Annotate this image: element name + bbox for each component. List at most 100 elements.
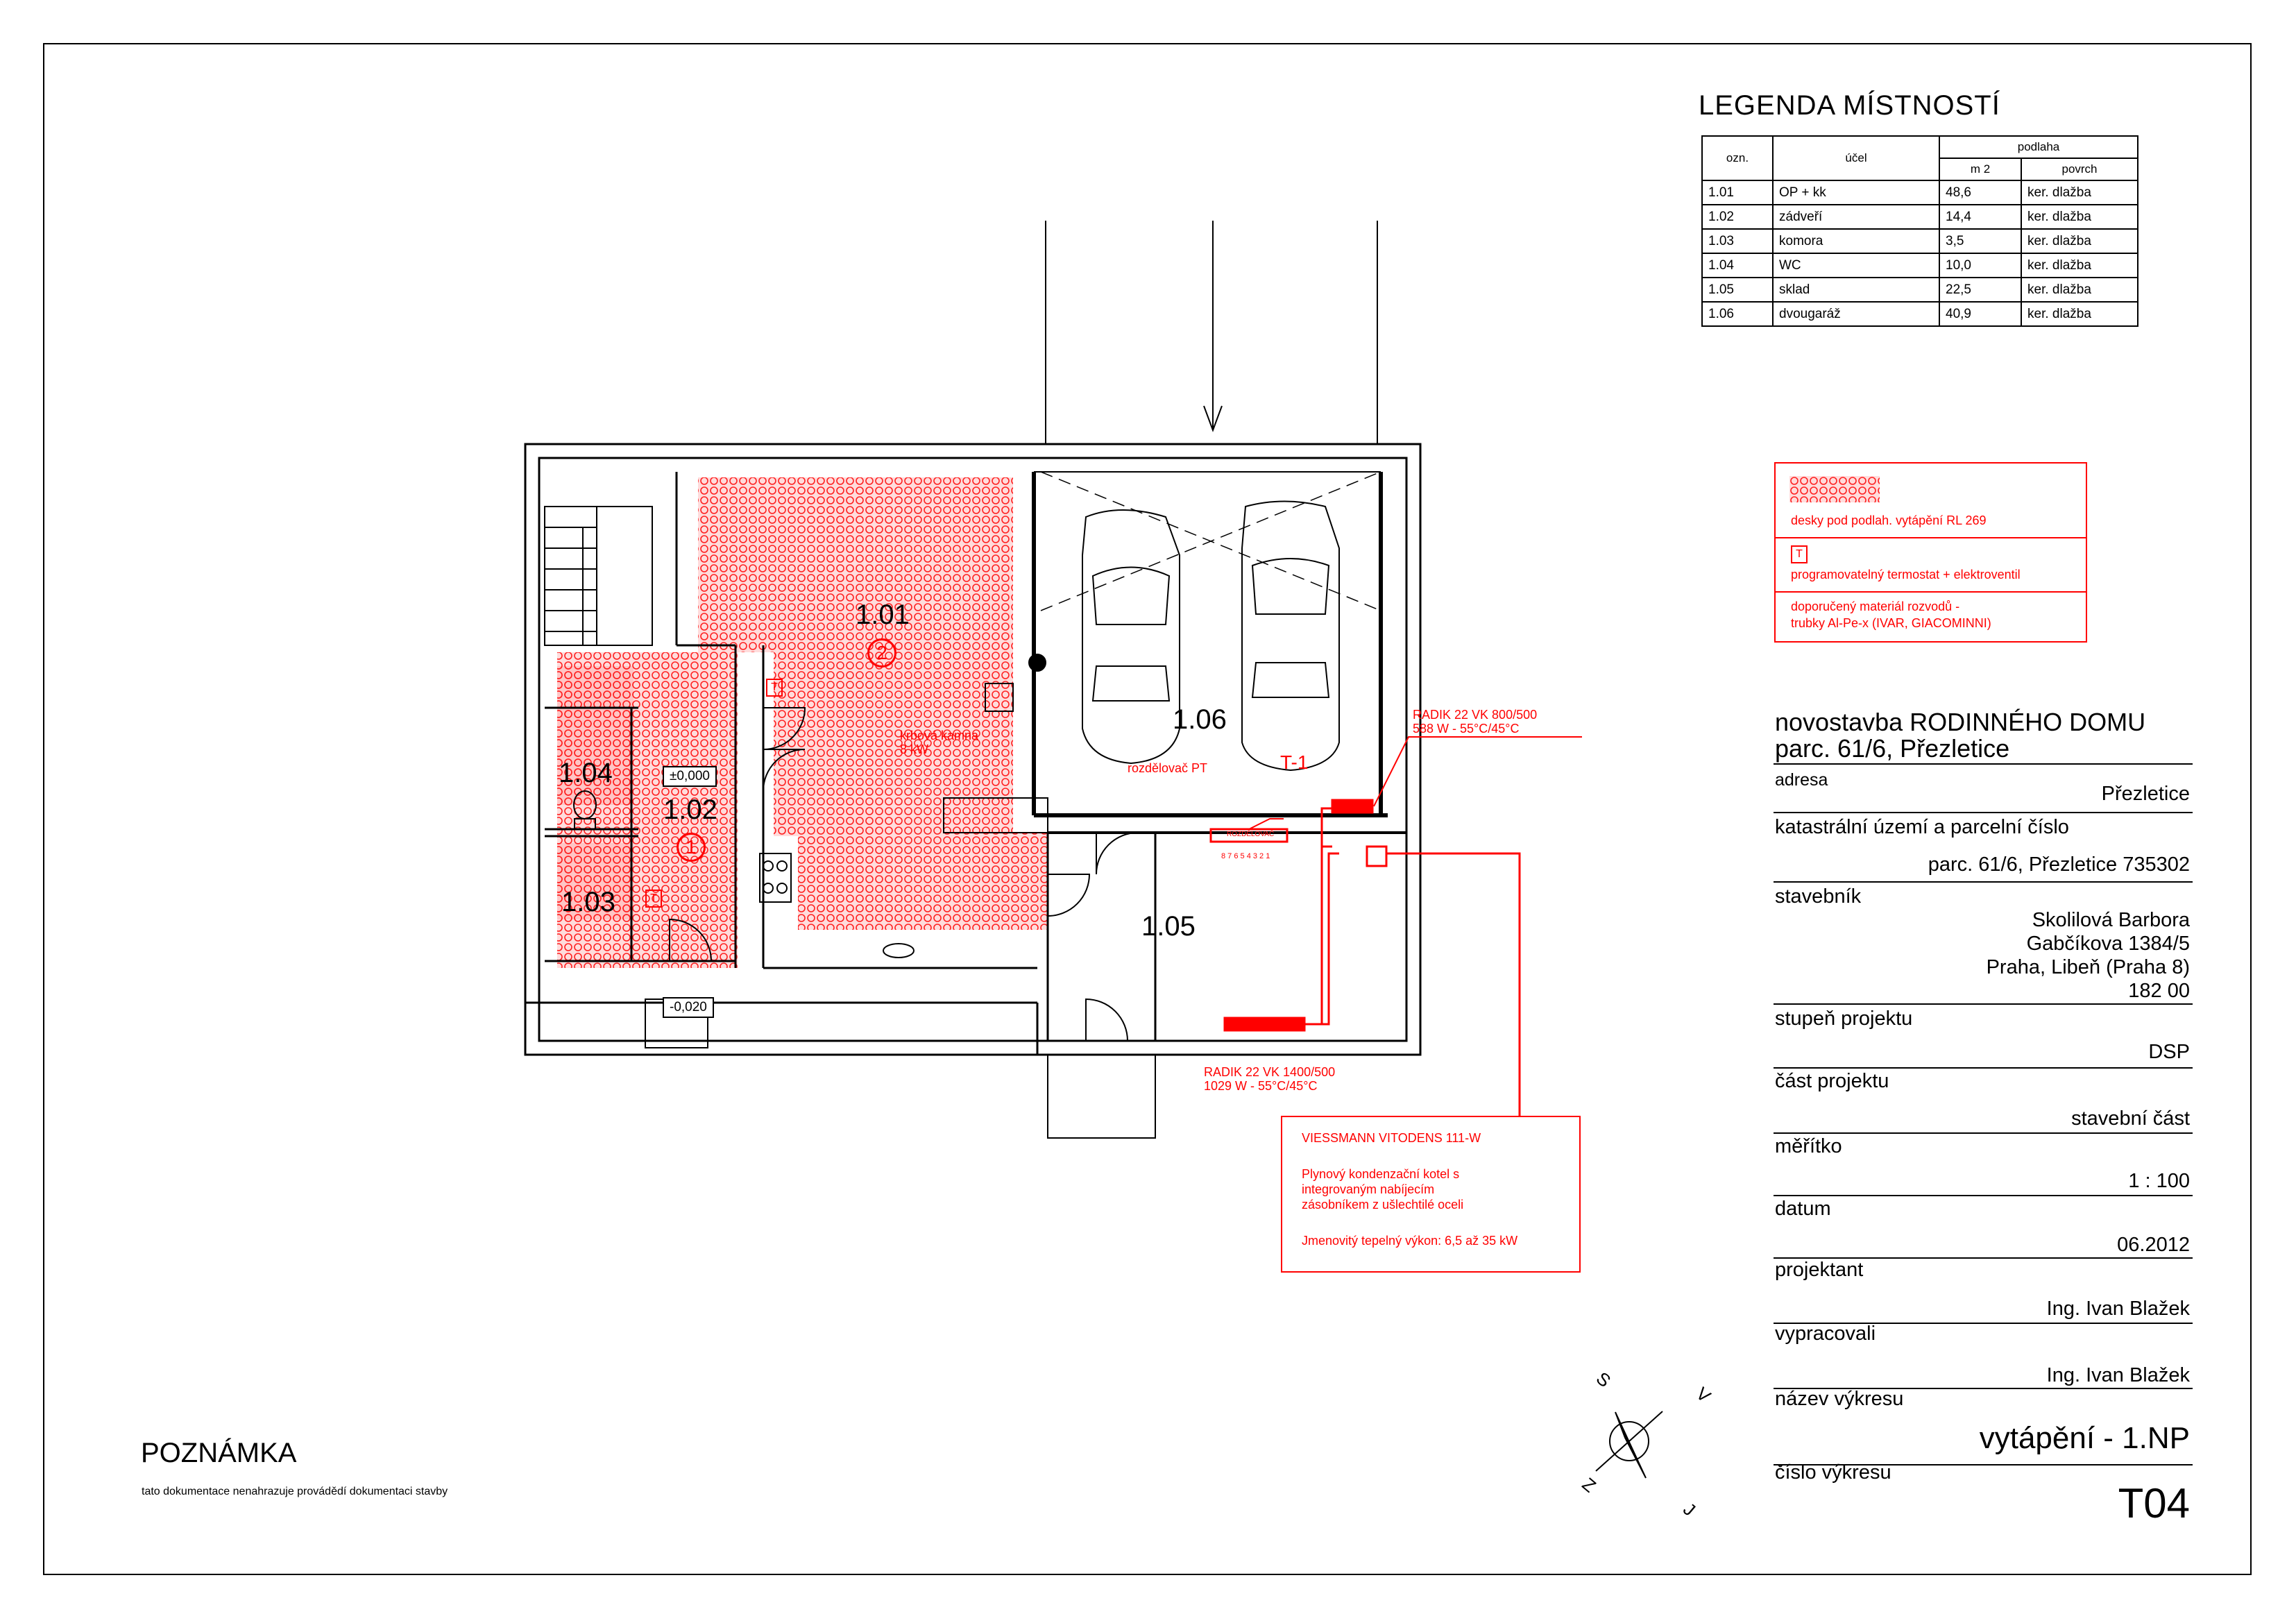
radiator-2-power: 1029 W - 55°C/45°C <box>1204 1079 1318 1093</box>
tb-adresa: Přezletice <box>2101 783 2190 805</box>
heating-legend-material-2: trubky Al-Pe-x (IVAR, GIACOMINNI) <box>1791 616 1991 630</box>
doors <box>669 707 1139 1042</box>
thermostat-icon: T <box>1791 545 1808 563</box>
room-label-106: 1.06 <box>1173 704 1227 735</box>
legend-cell-povrch: ker. dlažba <box>2021 277 2138 303</box>
legend-cell-ucel: WC <box>1772 253 1940 278</box>
legend-header-ucel: účel <box>1772 135 1940 181</box>
legend-cell-ucel: sklad <box>1772 277 1940 303</box>
fireplace-power: 8 kW <box>900 742 929 756</box>
legend-cell-m2: 40,9 <box>1939 301 2022 327</box>
entrance-steps <box>645 999 1156 1139</box>
heating-legend-termostat: programovatelný termostat + elektroventi… <box>1791 568 2021 581</box>
legend-cell-m2: 48,6 <box>1939 180 2022 205</box>
tb-katastr: parc. 61/6, Přezletice 735302 <box>1928 853 2190 876</box>
tb-stavebnik-1: Skolilová Barbora <box>2032 909 2190 931</box>
drawing-frame <box>43 43 2252 1575</box>
legend-cell-ozn: 1.06 <box>1701 301 1774 327</box>
tb-meritko-label: měřítko <box>1775 1135 1842 1157</box>
level-mark-000: ±0,000 <box>663 766 717 787</box>
level-mark-020: -0,020 <box>663 997 714 1018</box>
legend-header-povrch: povrch <box>2021 158 2138 181</box>
legend-header-m2: m 2 <box>1939 158 2022 181</box>
radiator-1-type: RADIK 22 VK 800/500 <box>1413 708 1538 722</box>
heating-legend: desky pod podlah. vytápění RL 269 T prog… <box>1774 462 2087 643</box>
boiler-desc-2: integrovaným nabíjecím <box>1302 1182 1435 1196</box>
manifold-box-label: ROZDĚLOVAČ <box>1227 831 1275 838</box>
tb-meritko: 1 : 100 <box>2128 1170 2190 1192</box>
heating-legend-material-1: doporučený materiál rozvodů - <box>1791 600 1960 613</box>
legend-cell-povrch: ker. dlažba <box>2021 204 2138 230</box>
legend-cell-ucel: OP + kk <box>1772 180 1940 205</box>
legend-cell-ozn: 1.03 <box>1701 228 1774 254</box>
boiler-power: Jmenovitý tepelný výkon: 6,5 až 35 kW <box>1302 1234 1518 1248</box>
legend-cell-m2: 14,4 <box>1939 204 2022 230</box>
room-label-105: 1.05 <box>1141 911 1196 942</box>
tb-stupen: DSP <box>2148 1041 2190 1063</box>
room-label-102: 1.02 <box>663 794 717 825</box>
tb-cislo: T04 <box>2118 1480 2190 1527</box>
heating-legend-desky: desky pod podlah. vytápění RL 269 <box>1791 513 1987 527</box>
driveway <box>1040 221 1381 611</box>
legend-cell-ucel: zádveří <box>1772 204 1940 230</box>
room-label-104: 1.04 <box>559 758 613 788</box>
legend-header-podlaha: podlaha <box>1939 135 2138 159</box>
legend-cell-ozn: 1.01 <box>1701 180 1774 205</box>
tb-datum: 06.2012 <box>2117 1234 2190 1256</box>
tb-stavebnik-2: Gabčíkova 1384/5 <box>2026 933 2190 955</box>
legend-cell-povrch: ker. dlažba <box>2021 253 2138 278</box>
tb-vypracovali-label: vypracovali <box>1775 1323 1876 1345</box>
tb-datum-label: datum <box>1775 1198 1831 1220</box>
heated-floor-areas <box>557 477 1048 968</box>
tb-projektant-label: projektant <box>1775 1259 1864 1281</box>
radiator-1-power: 588 W - 55°C/45°C <box>1413 722 1520 736</box>
tb-nazev-label: název výkresu <box>1775 1388 1904 1410</box>
tb-stupen-label: stupeň projektu <box>1775 1008 1913 1030</box>
project-title-line-1: novostavba RODINNÉHO DOMU <box>1775 708 2146 736</box>
legend-cell-povrch: ker. dlažba <box>2021 301 2138 327</box>
legend-cell-m2: 10,0 <box>1939 253 2022 278</box>
legend-cell-ucel: dvougaráž <box>1772 301 1940 327</box>
project-title: novostavba RODINNÉHO DOMU parc. 61/6, Př… <box>1775 709 2145 762</box>
legend-header-ozn: ozn. <box>1701 135 1774 181</box>
thermostat-icon: T <box>766 679 783 697</box>
thermostat-icon: T <box>645 890 662 908</box>
room-label-103: 1.03 <box>561 887 615 917</box>
thermostat-t1-label: T-1 <box>1280 751 1309 773</box>
boiler-desc-1: Plynový kondenzační kotel s <box>1302 1167 1460 1181</box>
cars <box>1082 500 1340 772</box>
legend-cell-povrch: ker. dlažba <box>2021 228 2138 254</box>
tb-stavebnik-3: Praha, Libeň (Praha 8) <box>1986 956 2190 978</box>
boiler-info-box: VIESSMANN VITODENS 111-W Plynový kondenz… <box>1281 1116 1581 1273</box>
heating-circuit-2: 2 <box>867 638 896 668</box>
compass <box>1595 1411 1663 1479</box>
project-title-line-2: parc. 61/6, Přezletice <box>1775 734 2010 763</box>
fireplace-label: krbová kamna <box>900 729 979 742</box>
legend-cell-ozn: 1.02 <box>1701 204 1774 230</box>
room-label-101: 1.01 <box>856 600 910 630</box>
tb-cislo-label: číslo výkresu <box>1775 1461 1891 1484</box>
heating-pattern-swatch <box>1789 476 1880 502</box>
tb-nazev: vytápění - 1.NP <box>1979 1421 2190 1455</box>
tb-adresa-label: adresa <box>1775 770 1828 790</box>
legend-cell-m2: 3,5 <box>1939 228 2022 254</box>
boiler-title: VIESSMANN VITODENS 111-W <box>1302 1131 1481 1145</box>
tb-vypracovali: Ing. Ivan Blažek <box>2046 1364 2190 1386</box>
fixtures <box>573 654 1048 958</box>
note-text: tato dokumentace nenahrazuje provádědí d… <box>142 1486 448 1497</box>
tb-stavebnik-label: stavebník <box>1775 885 1862 908</box>
radiator-2-type: RADIK 22 VK 1400/500 <box>1204 1065 1336 1079</box>
tb-projektant: Ing. Ivan Blažek <box>2046 1298 2190 1320</box>
legend-cell-ucel: komora <box>1772 228 1940 254</box>
walls <box>524 443 1422 1056</box>
heating-circuit-1: 1 <box>677 833 706 862</box>
legend-cell-povrch: ker. dlažba <box>2021 180 2138 205</box>
tb-stavebnik-4: 182 00 <box>2128 980 2190 1002</box>
